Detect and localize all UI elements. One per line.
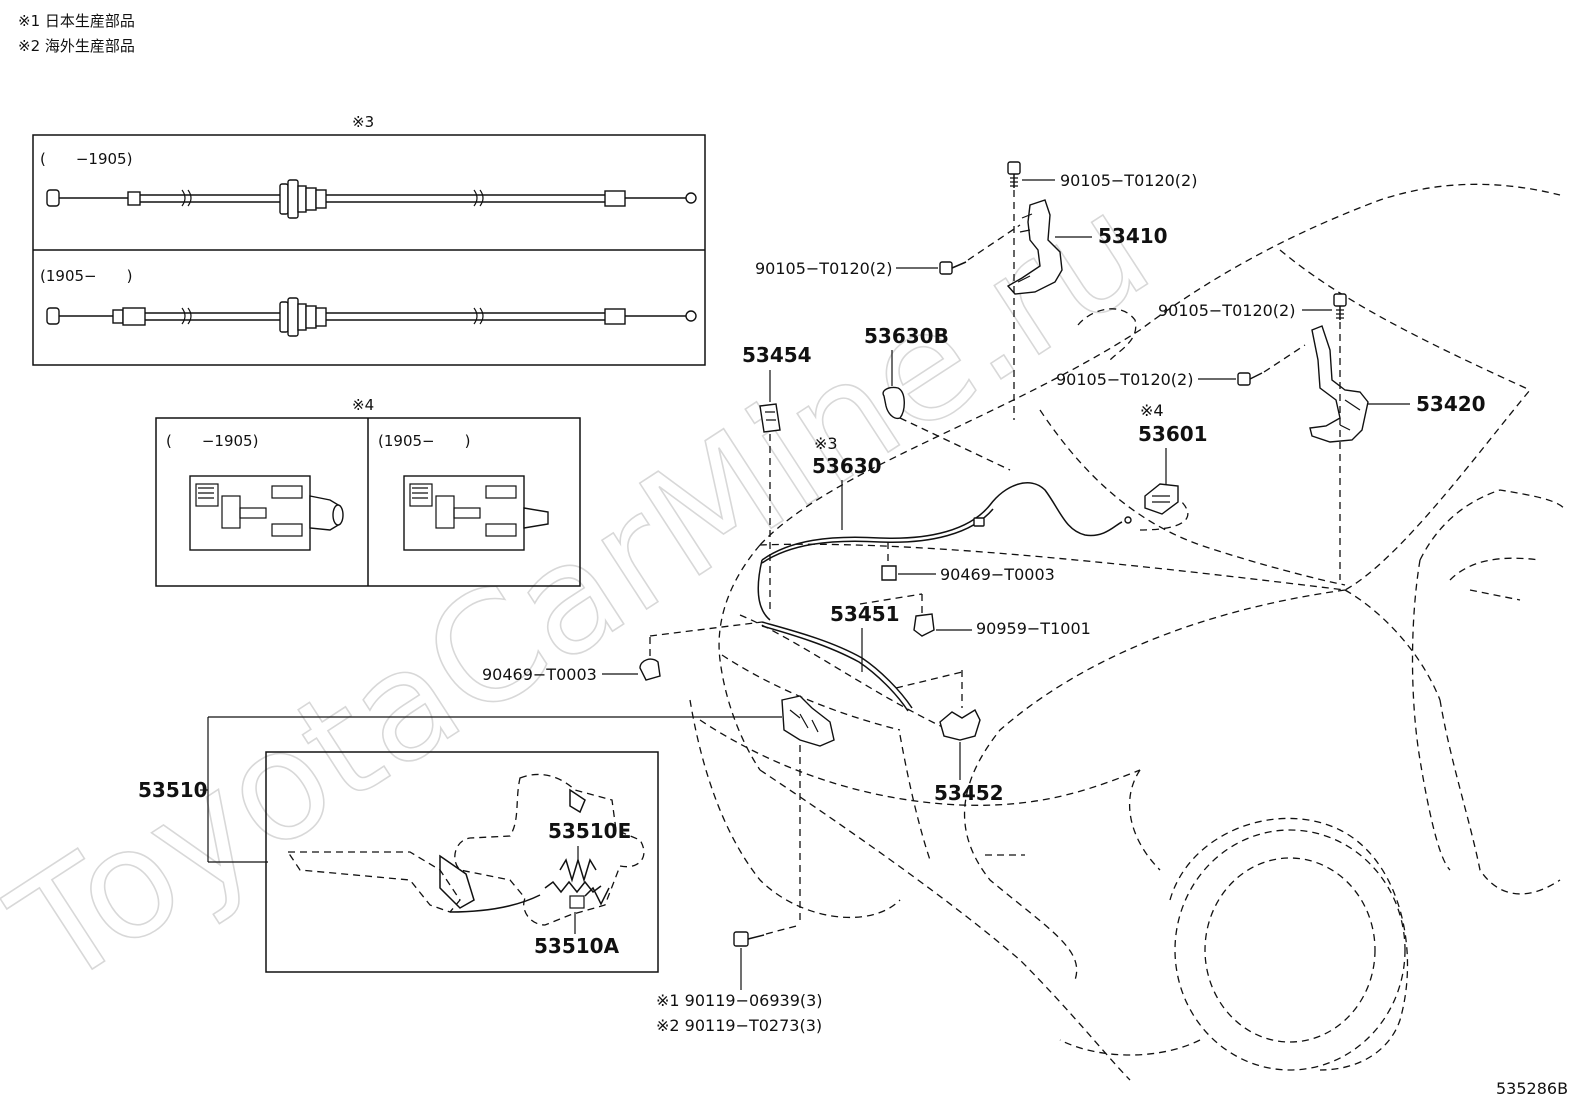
label-90959-t1001: 90959−T1001: [976, 619, 1091, 638]
label-53510: 53510: [138, 778, 208, 802]
hood-latch-support-53601[interactable]: [1144, 483, 1179, 515]
latch-variant-early: [189, 475, 344, 551]
inset-cable-marker: ※3: [352, 113, 374, 131]
label-53630-marker: ※3: [814, 434, 838, 453]
clamp-90959-t1001: [913, 613, 935, 637]
label-90105-t0120-top: 90105−T0120(2): [1060, 171, 1197, 190]
inset-latch-variants: ※4 ( −1905) (1905− ): [155, 396, 581, 587]
label-53454: 53454: [742, 343, 812, 367]
label-90469-t0003-lower: 90469−T0003: [482, 665, 597, 684]
label-screw-90119-t0273: ※2 90119−T0273(3): [656, 1016, 822, 1035]
clip-90469-t0003-upper: [881, 565, 897, 581]
label-53420: 53420: [1416, 392, 1486, 416]
clip-90469-t0003-lower: [639, 658, 661, 681]
hood-release-cable-53630[interactable]: [757, 482, 1132, 621]
screw-90119: [733, 931, 765, 990]
label-53510a: 53510A: [534, 934, 620, 958]
hood-hinge-53410[interactable]: [1006, 199, 1063, 295]
note-japan-production: ※1 日本生産部品: [18, 12, 135, 30]
bolt-90105-t0120-right-top: [1333, 293, 1347, 320]
cable-variant-early: [46, 179, 697, 219]
label-90105-t0120-left: 90105−T0120(2): [755, 259, 892, 278]
label-90469-t0003-upper: 90469−T0003: [940, 565, 1055, 584]
label-screw-90119-06939: ※1 90119−06939(3): [656, 991, 823, 1010]
lock-detail-inset: [265, 751, 659, 973]
cable-row1-label: ( −1905): [40, 150, 132, 168]
hood-hinge-53420[interactable]: [1309, 325, 1369, 443]
label-90105-t0120-right-top: 90105−T0120(2): [1158, 301, 1295, 320]
inset-cable-variants: ※3 ( −1905) (1905− ): [32, 113, 706, 366]
latch-right-label: (1905− ): [378, 432, 470, 450]
bolt-90105-t0120-top: [1007, 161, 1021, 188]
cable-variant-late: [46, 297, 697, 337]
latch-left-label: ( −1905): [166, 432, 258, 450]
bolt-90105-t0120-right-side: [1237, 372, 1263, 386]
lock-bracket-53452[interactable]: [939, 709, 981, 741]
label-53630: 53630: [812, 454, 882, 478]
release-cable-53451[interactable]: [761, 621, 913, 712]
inset-latch-marker: ※4: [352, 396, 374, 414]
label-90105-t0120-right-side: 90105−T0120(2): [1056, 370, 1193, 389]
bolt-90105-t0120-hinge-left: [939, 261, 967, 275]
label-53452: 53452: [934, 781, 1004, 805]
label-53510e: 53510E: [548, 819, 631, 843]
cable-row2-label: (1905− ): [40, 267, 132, 285]
latch-variant-late: [403, 475, 549, 551]
label-53630b: 53630B: [864, 324, 949, 348]
diagram-code: 535286B: [1496, 1079, 1568, 1098]
hood-lock-assembly-53510[interactable]: [781, 695, 835, 747]
label-53410: 53410: [1098, 224, 1168, 248]
vehicle-outline: [689, 183, 1566, 1081]
note-overseas-production: ※2 海外生産部品: [18, 37, 135, 55]
cable-clamp-53630b[interactable]: [882, 386, 905, 420]
label-53601: 53601: [1138, 422, 1208, 446]
label-53451: 53451: [830, 602, 900, 626]
clip-53454[interactable]: [759, 403, 781, 433]
label-53601-marker: ※4: [1140, 401, 1164, 420]
